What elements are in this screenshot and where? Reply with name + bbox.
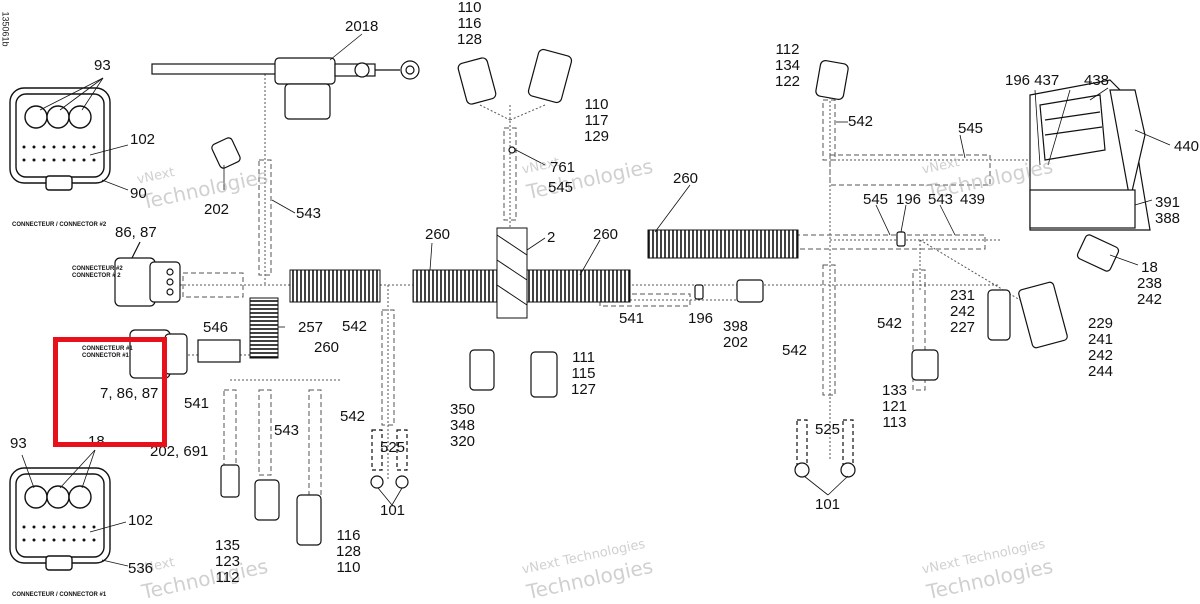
callout-543-b: 543 xyxy=(274,422,300,439)
connector-face-bottom xyxy=(9,467,111,571)
callout-439: 439 xyxy=(960,191,986,208)
callout-260-a: 260 xyxy=(314,339,340,356)
leader-lines xyxy=(223,33,1171,328)
callout-541-b: 541 xyxy=(619,310,645,327)
connector-blocks-86-87 xyxy=(114,241,241,379)
callout-546: 546 xyxy=(203,319,229,336)
conduit-260-right xyxy=(519,269,631,303)
ring-terminals xyxy=(370,419,856,489)
callout-542-a: 542 xyxy=(342,318,368,335)
callout-260-d: 260 xyxy=(673,170,699,187)
callout-260-c: 260 xyxy=(593,226,619,243)
callout-542-d: 542 xyxy=(877,315,903,332)
callout-196-a: 196 xyxy=(688,310,714,327)
callout-2: 2 xyxy=(547,229,556,246)
callout-543-a: 543 xyxy=(296,205,322,222)
callout-90: 90 xyxy=(130,185,147,202)
conduit-260-center xyxy=(412,269,514,303)
conduit-260-left xyxy=(289,269,381,303)
highlight-box xyxy=(53,337,167,447)
callout-541-a: 541 xyxy=(184,395,210,412)
callout-257: 257 xyxy=(298,319,324,336)
callout-542-e: 542 xyxy=(782,342,808,359)
callout-7-86-87: 7, 86, 87 xyxy=(100,385,159,402)
module-assembly xyxy=(1029,79,1151,231)
conduit-260-far-right xyxy=(647,229,799,259)
callout-101-b: 101 xyxy=(815,496,841,513)
conduit-257 xyxy=(249,297,279,359)
callout-545-a: 545 xyxy=(548,179,574,196)
callout-196-b: 196 xyxy=(896,191,922,208)
caption-connector-1: CONNECTEUR / CONNECTOR #1 xyxy=(12,592,107,598)
callout-93-top: 93 xyxy=(94,57,111,74)
callout-2018: 2018 xyxy=(345,18,379,35)
callout-260-b: 260 xyxy=(425,226,451,243)
component-2018 xyxy=(151,57,420,120)
callout-202-top: 202 xyxy=(204,201,230,218)
callout-101-a: 101 xyxy=(380,502,406,519)
dashed-sleeves xyxy=(182,99,991,496)
callout-438: 438 xyxy=(1084,72,1110,89)
drawing-code: 135061b xyxy=(0,11,11,47)
callout-542-c: 542 xyxy=(848,113,874,130)
callout-545-b: 545 xyxy=(958,120,984,137)
callout-440: 440 xyxy=(1174,138,1200,155)
callout-761: 761 xyxy=(550,159,576,176)
callout-86-87: 86, 87 xyxy=(115,224,157,241)
callout-545-c: 545 xyxy=(863,191,889,208)
callout-93-bottom: 93 xyxy=(10,435,27,452)
right-connectors xyxy=(815,60,1120,381)
callout-202-691: 202, 691 xyxy=(150,443,209,460)
callout-102-top: 102 xyxy=(130,131,156,148)
callout-543-c: 543 xyxy=(928,191,954,208)
corrugated-conduits xyxy=(249,227,799,359)
callout-525-b: 525 xyxy=(815,421,841,438)
callout-536: 536 xyxy=(128,560,154,577)
callout-542-b: 542 xyxy=(340,408,366,425)
center-connectors xyxy=(457,48,764,398)
caption-connector-2: CONNECTEUR / CONNECTOR #2 xyxy=(12,222,107,228)
junction-2 xyxy=(496,227,528,319)
callout-102-bottom: 102 xyxy=(128,512,154,529)
connector-face-top xyxy=(9,87,111,191)
callout-525-a: 525 xyxy=(380,439,406,456)
small-connectors-left xyxy=(211,137,322,546)
callout-196-437: 196 437 xyxy=(1005,72,1060,89)
